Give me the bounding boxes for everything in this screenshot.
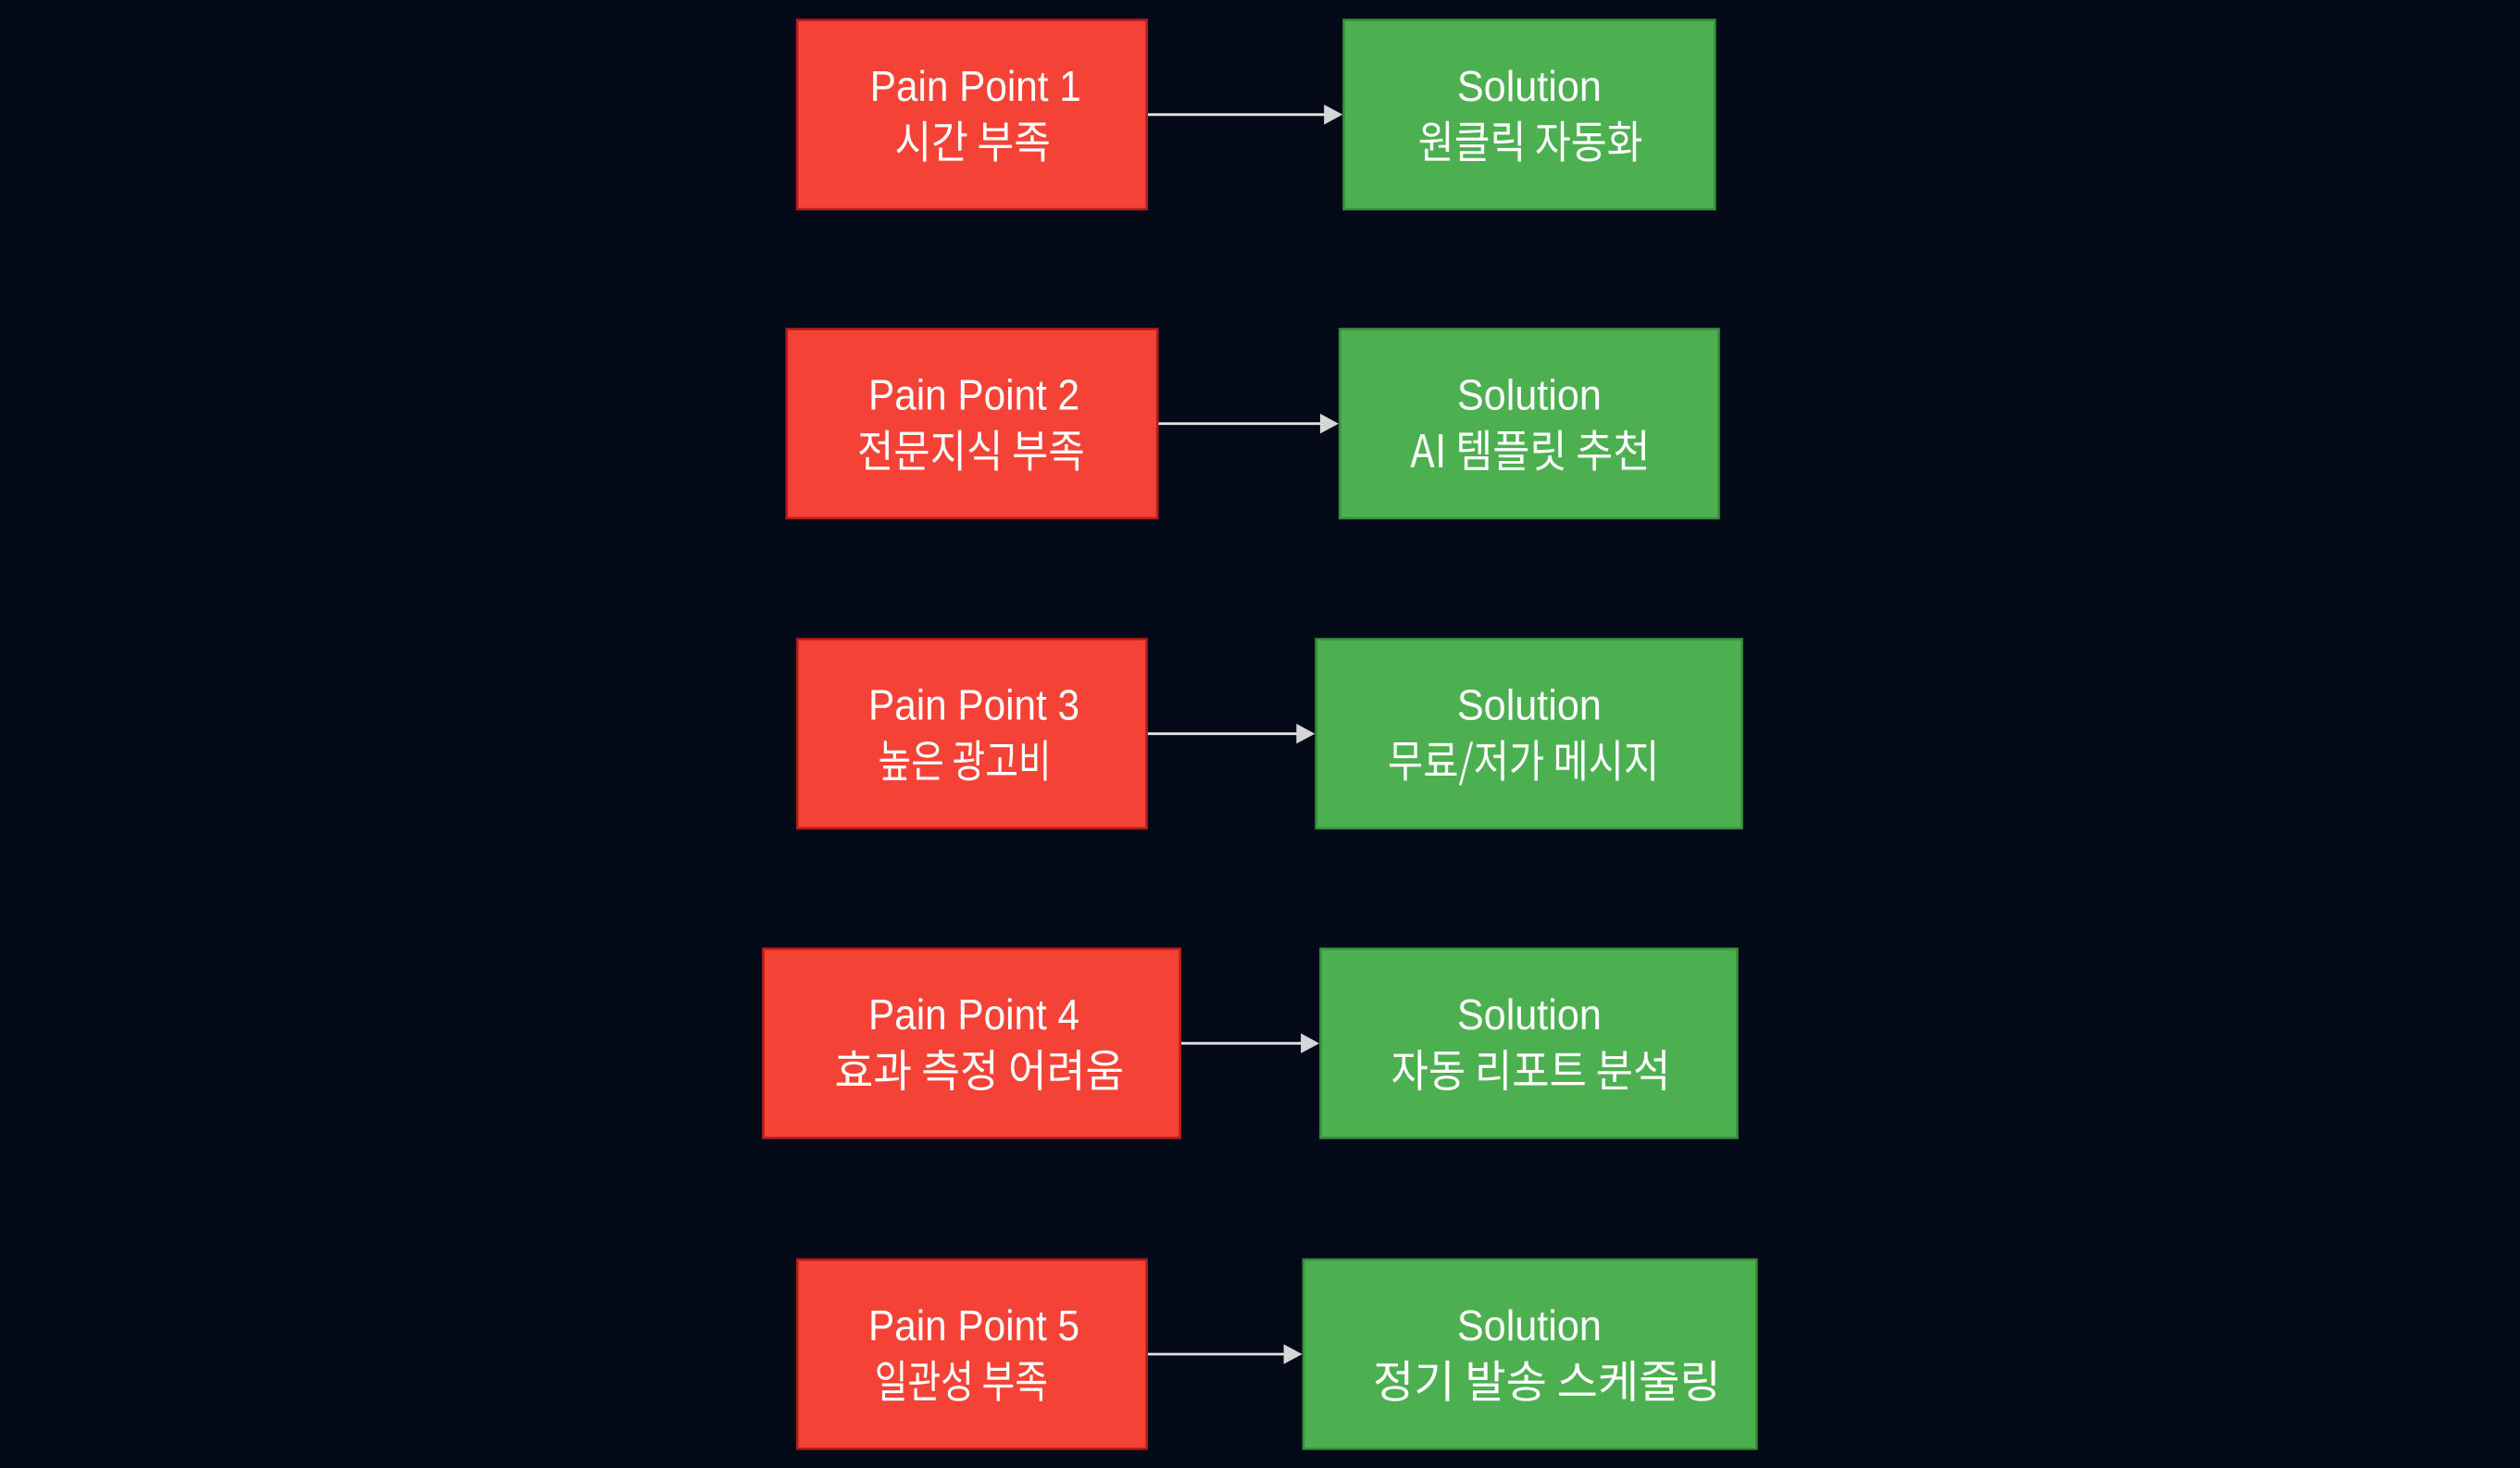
svg-text:Solution: Solution: [1457, 681, 1602, 729]
svg-text:Solution: Solution: [1457, 371, 1602, 419]
svg-text:Pain Point 2: Pain Point 2: [868, 371, 1079, 419]
svg-text:Solution: Solution: [1457, 990, 1602, 1039]
svg-text:Solution: Solution: [1457, 1301, 1602, 1350]
svg-text:Pain Point 3: Pain Point 3: [868, 681, 1079, 729]
svg-text:Solution: Solution: [1457, 62, 1602, 110]
svg-text:Pain Point 1: Pain Point 1: [870, 62, 1081, 110]
svg-text:Pain Point 4: Pain Point 4: [868, 990, 1079, 1039]
svg-text:Pain Point 5: Pain Point 5: [868, 1301, 1079, 1350]
